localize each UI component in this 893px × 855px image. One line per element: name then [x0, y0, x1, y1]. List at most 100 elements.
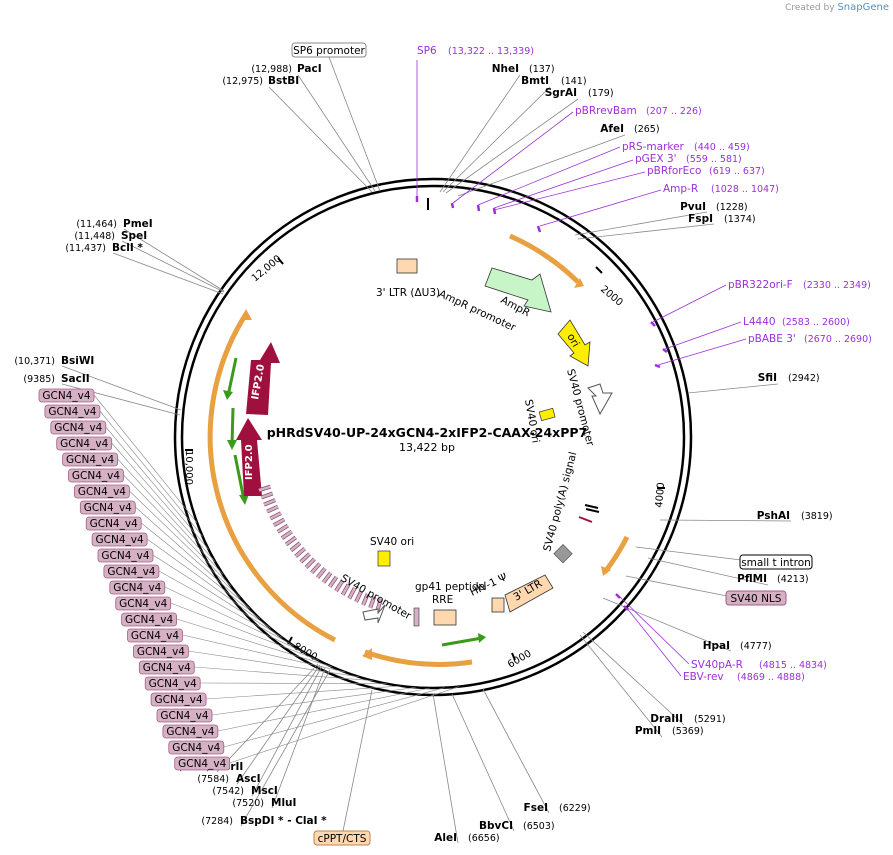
enzyme-pflmi-pos: (4213) — [777, 574, 809, 585]
small-t-intron-box: small t intron — [739, 554, 813, 570]
leader-lines — [61, 56, 792, 844]
gcn4-box-5: GCN4_v4 — [62, 452, 118, 467]
leader-line-18 — [121, 240, 225, 293]
leader-line-6 — [687, 383, 779, 394]
primer-sv40pa-r-pos: (4815 .. 4834) — [759, 660, 827, 671]
primer-leader-pbrrevbam — [452, 111, 574, 204]
primer-tick-9 — [623, 605, 629, 611]
enzyme-pshai: PshAI — [757, 510, 790, 522]
gcn4-leader — [158, 570, 294, 647]
gcn4-leader — [188, 650, 359, 678]
enzyme-bbvci: BbvCI — [479, 820, 513, 832]
cppt-cts-box: cPPT/CTS — [313, 830, 371, 846]
gcn4-box-bg — [74, 484, 130, 499]
gcn4-box-bg — [138, 660, 195, 675]
tick-mark-6000 — [511, 652, 516, 661]
gcn4-repeat-fill — [328, 576, 338, 588]
sv40-nls-box: SV40 NLS — [725, 590, 787, 606]
primer-tick-5 — [650, 321, 656, 327]
orf-head-2 — [601, 566, 611, 576]
gcn4-repeat-fill — [258, 485, 271, 492]
orf-arc-sv40 — [603, 535, 630, 574]
leader-line-1 — [442, 86, 551, 193]
gp41-box — [413, 607, 420, 627]
gcn4-box-13: GCN4_v4 — [109, 580, 166, 595]
ltr-du3-feature: 3' LTR (ΔU3) — [376, 258, 440, 299]
leader-line-19 — [112, 252, 224, 295]
green-head-4 — [239, 494, 249, 505]
primer-leader-pgex — [493, 159, 634, 209]
leader-line-20 — [61, 365, 182, 411]
primer-leader-sv40pa — [617, 594, 690, 665]
gcn4-box-label: GCN4_v4 — [143, 662, 191, 674]
primer-tick-2 — [476, 204, 481, 212]
gcn4-repeat-fill — [266, 505, 279, 513]
enzyme-sfii: SfiI — [758, 372, 777, 384]
gcn4-repeat-fill — [285, 536, 297, 546]
gcn4-box-11: GCN4_v4 — [97, 548, 154, 563]
gcn4-leader — [164, 586, 307, 654]
ori-feature: ori — [557, 319, 591, 367]
green-arrow-4 — [233, 454, 246, 501]
gcn4-box-label: GCN4_v4 — [131, 630, 179, 642]
ifp-b-label: IFP2.0 — [244, 444, 255, 480]
primer-prs-marker-pos: (440 .. 459) — [694, 142, 750, 153]
gcn4-box-3: GCN4_v4 — [50, 420, 107, 435]
gcn4-leader — [123, 474, 232, 587]
primer-tick-3 — [492, 207, 497, 215]
primer-pbabe3: pBABE 3' — [748, 333, 796, 345]
gcn4-repeat-fill — [269, 511, 282, 520]
enzyme-mlui-pos: (7520) — [232, 798, 264, 809]
gcn4-box-bg — [150, 692, 207, 707]
gcn4-leader — [93, 394, 198, 523]
gcn4-box-20: GCN4_v4 — [150, 692, 207, 707]
ifp-arrow-a: IFP2.0 — [246, 342, 280, 415]
gcn4-box-18: GCN4_v4 — [138, 660, 195, 675]
primer-tick-6 — [662, 348, 668, 353]
gcn4-box-bg — [127, 628, 183, 643]
enzyme-bspdi: BspDI * - ClaI * — [240, 815, 327, 827]
gcn4-box-2: GCN4_v4 — [44, 404, 101, 419]
enzyme-sgrai: SgrAI — [545, 87, 577, 99]
enzyme-bsiwi: BsiWI — [61, 355, 94, 367]
gcn4-box-8: GCN4_v4 — [79, 500, 136, 515]
enzyme-pshai-pos: (3819) — [801, 511, 833, 522]
gcn4-leader — [152, 554, 283, 638]
primer-leaders — [416, 60, 747, 677]
gcn4-repeat-fill — [334, 580, 344, 592]
gcn4-repeat-arrows — [258, 484, 383, 611]
orf-arcs — [207, 233, 630, 667]
tick-2000: 2000 — [598, 284, 625, 309]
orf-arc-heads — [240, 278, 611, 660]
sv40-ori-2: SV40 ori — [370, 536, 414, 567]
primer-sv40pa-r: SV40pA-R — [691, 659, 743, 671]
gcn4-box-label: GCN4_v4 — [155, 694, 203, 706]
gcn4-box-label: GCN4_v4 — [42, 390, 90, 402]
gcn4-box-label: GCN4_v4 — [54, 422, 102, 434]
gcn4-box-label: GCN4_v4 — [60, 438, 108, 450]
primer-amp-r-pos: (1028 .. 1047) — [711, 184, 779, 195]
enzyme-draiii: DraIII — [650, 713, 683, 725]
gcn4-box-19: GCN4_v4 — [144, 676, 201, 691]
primer-leader-prs — [477, 146, 621, 206]
gcn4-repeat-fill — [316, 567, 327, 579]
primer-pbr322ori-f: pBR322ori-F — [728, 279, 793, 291]
gcn4-box-15: GCN4_v4 — [121, 612, 177, 627]
primer-pbrrevbam-pos: (207 .. 226) — [646, 106, 702, 117]
leader-line-3 — [457, 134, 626, 197]
enzyme-msci-pos: (7542) — [212, 786, 244, 797]
gcn4-box-label: GCN4_v4 — [107, 566, 155, 578]
leader-line-28 — [328, 56, 381, 192]
enzyme-bcli-pos: (11,437) — [65, 243, 106, 254]
gcn4-box-bg — [162, 724, 219, 739]
enzyme-spei: SpeI — [121, 230, 147, 242]
enzyme-sfii-pos: (2942) — [788, 373, 820, 384]
gcn4-leader — [141, 522, 261, 620]
green-arrow-2 — [226, 357, 238, 397]
gcn4-box-16: GCN4_v4 — [127, 628, 183, 643]
ori-label: ori — [564, 332, 581, 350]
tick-4000: 4000 — [654, 482, 667, 508]
leader-line-5 — [577, 223, 715, 240]
primer-tick-7 — [654, 363, 661, 369]
gcn4-repeat-fill — [369, 596, 376, 609]
